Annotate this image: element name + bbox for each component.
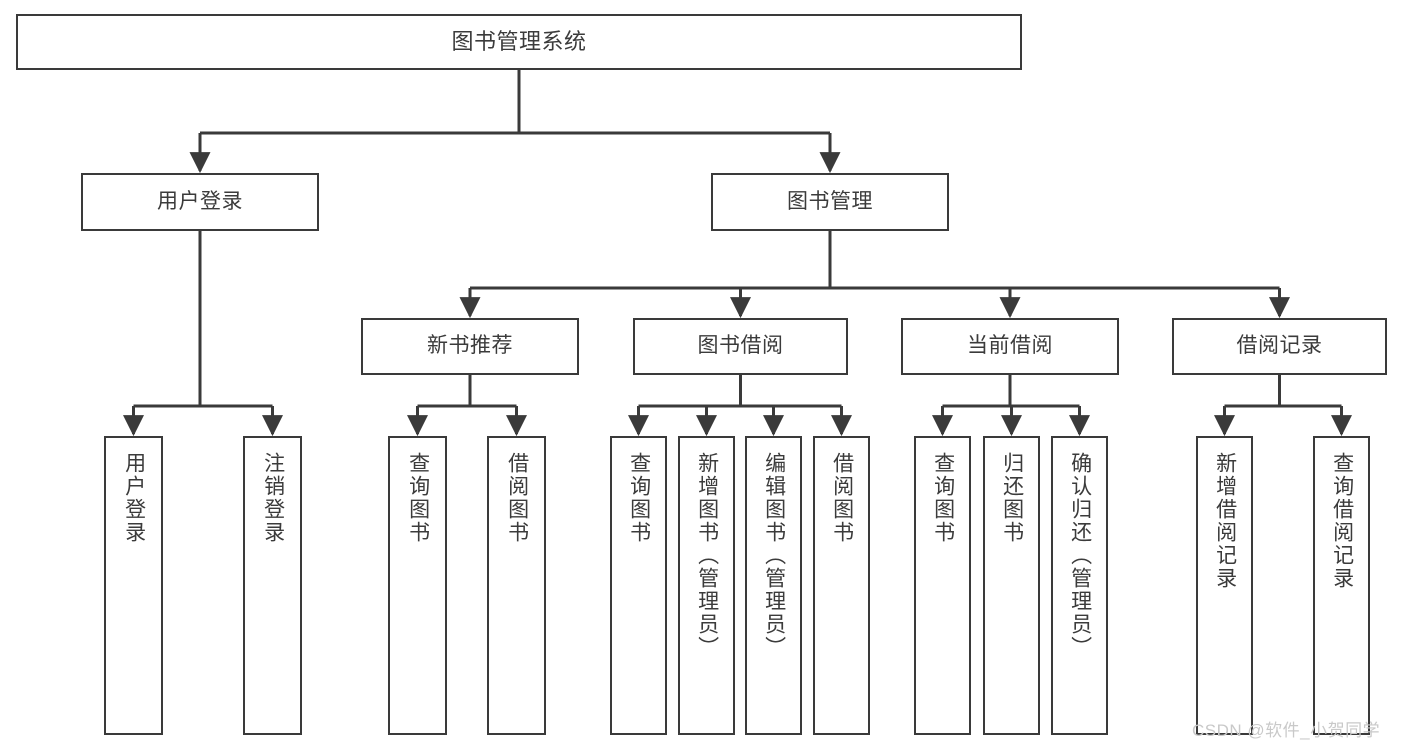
node-leaf-user-login[interactable]: 用户登录: [104, 436, 163, 735]
node-label-leaf-query-book-2: 查询图书: [627, 452, 651, 544]
node-label-leaf-logout: 注销登录: [261, 452, 285, 544]
node-label-new-book-recommend: 新书推荐: [427, 334, 513, 358]
node-label-leaf-edit-book-admin: 编辑图书（管理员）: [762, 452, 786, 659]
node-leaf-logout[interactable]: 注销登录: [243, 436, 302, 735]
node-label-current-borrow: 当前借阅: [967, 334, 1053, 358]
node-label-borrow-record: 借阅记录: [1236, 334, 1323, 358]
node-leaf-query-borrow-record[interactable]: 查询借阅记录: [1313, 436, 1370, 735]
node-leaf-return-book[interactable]: 归还图书: [983, 436, 1040, 735]
node-label-book-manage: 图书管理: [787, 189, 873, 213]
node-label-leaf-query-book-1: 查询图书: [406, 452, 430, 544]
node-label-leaf-query-book-3: 查询图书: [931, 452, 955, 544]
node-label-leaf-return-book: 归还图书: [1000, 452, 1024, 544]
node-borrow-record[interactable]: 借阅记录: [1172, 318, 1387, 375]
node-leaf-edit-book-admin[interactable]: 编辑图书（管理员）: [745, 436, 802, 735]
node-label-book-borrow: 图书借阅: [697, 334, 784, 358]
node-label-leaf-borrow-book-2: 借阅图书: [830, 452, 854, 544]
node-book-borrow[interactable]: 图书借阅: [633, 318, 848, 375]
node-label-leaf-add-borrow-record: 新增借阅记录: [1213, 452, 1237, 590]
node-leaf-borrow-book-2[interactable]: 借阅图书: [813, 436, 870, 735]
csdn-watermark: CSDN @软件_小贺同学: [1192, 721, 1381, 740]
node-leaf-add-book-admin[interactable]: 新增图书（管理员）: [678, 436, 735, 735]
node-new-book-recommend[interactable]: 新书推荐: [361, 318, 579, 375]
node-user-login[interactable]: 用户登录: [81, 173, 319, 231]
node-label-root: 图书管理系统: [451, 29, 587, 55]
node-label-leaf-confirm-return-admin: 确认归还（管理员）: [1068, 452, 1092, 659]
node-label-leaf-add-book-admin: 新增图书（管理员）: [695, 452, 719, 659]
node-leaf-query-book-3[interactable]: 查询图书: [914, 436, 971, 735]
node-leaf-confirm-return-admin[interactable]: 确认归还（管理员）: [1051, 436, 1108, 735]
node-label-leaf-user-login: 用户登录: [122, 452, 146, 544]
node-current-borrow[interactable]: 当前借阅: [901, 318, 1119, 375]
node-label-user-login: 用户登录: [157, 189, 243, 213]
node-label-leaf-borrow-book-1: 借阅图书: [505, 452, 529, 544]
node-book-manage[interactable]: 图书管理: [711, 173, 949, 231]
node-leaf-query-book-2[interactable]: 查询图书: [610, 436, 667, 735]
node-leaf-add-borrow-record[interactable]: 新增借阅记录: [1196, 436, 1253, 735]
node-leaf-borrow-book-1[interactable]: 借阅图书: [487, 436, 546, 735]
node-root[interactable]: 图书管理系统: [16, 14, 1022, 70]
node-leaf-query-book-1[interactable]: 查询图书: [388, 436, 447, 735]
node-label-leaf-query-borrow-record: 查询借阅记录: [1330, 452, 1354, 590]
